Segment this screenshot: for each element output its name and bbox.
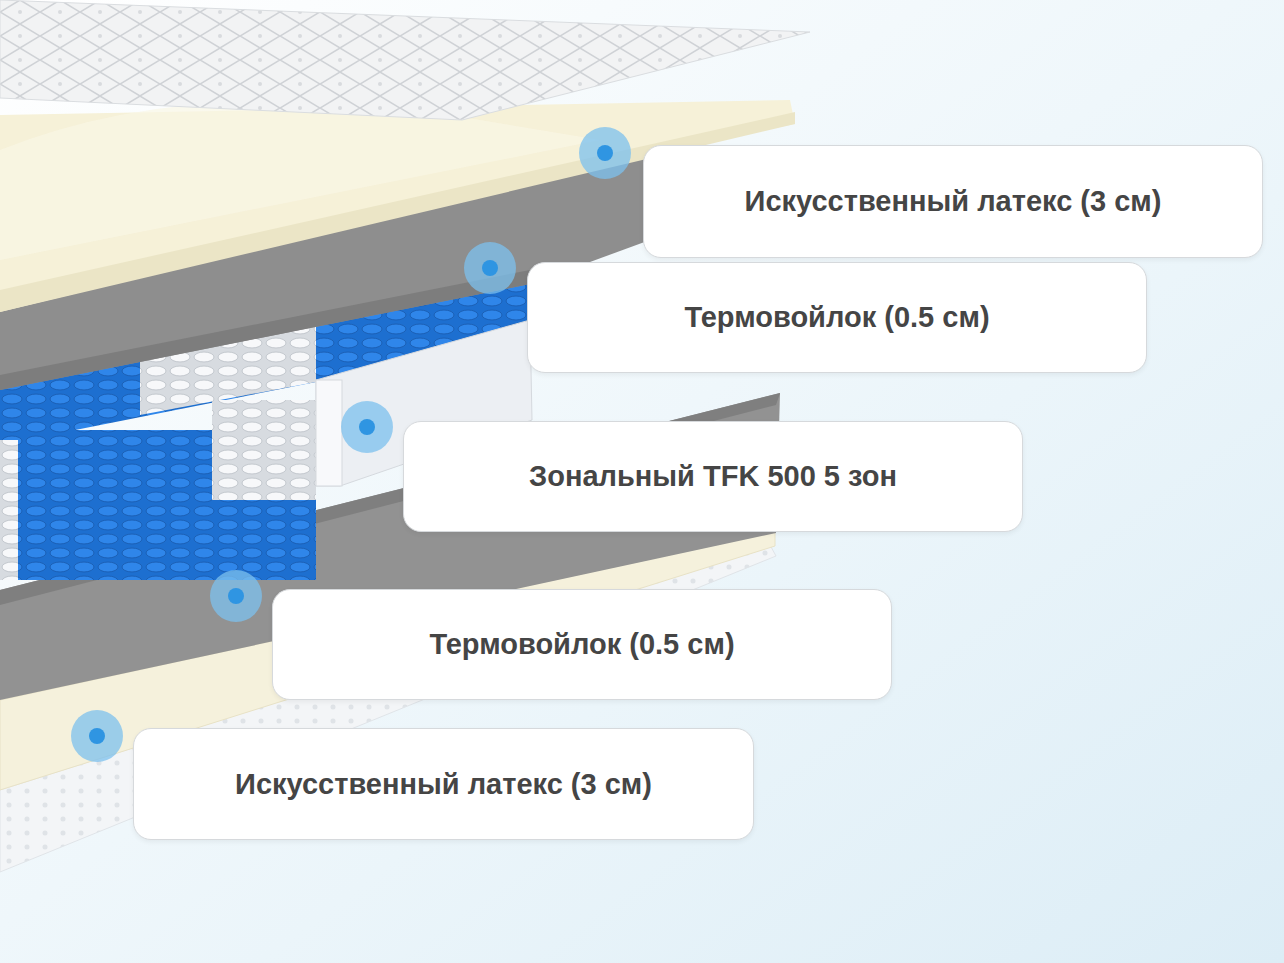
- callout-label: Искусственный латекс (3 см): [745, 185, 1162, 218]
- callout-box: Термовойлок (0.5 см): [272, 589, 892, 700]
- callout-label: Термовойлок (0.5 см): [429, 628, 734, 661]
- callout-box: Зональный TFK 500 5 зон: [403, 421, 1023, 532]
- callout-label: Термовойлок (0.5 см): [684, 301, 989, 334]
- callout-label: Искусственный латекс (3 см): [235, 768, 652, 801]
- callout-box: Искусственный латекс (3 см): [643, 145, 1263, 258]
- callout-box: Термовойлок (0.5 см): [527, 262, 1147, 373]
- callout-box: Искусственный латекс (3 см): [133, 728, 754, 840]
- callout-label: Зональный TFK 500 5 зон: [529, 460, 897, 493]
